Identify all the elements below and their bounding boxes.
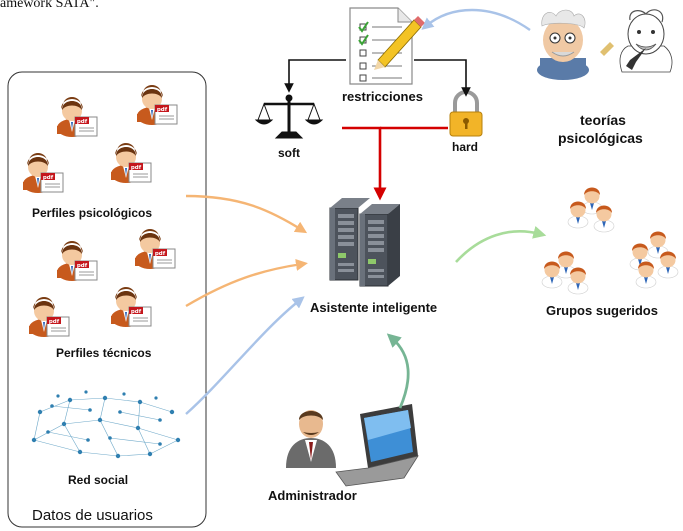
header-text-fragment: amework SATA". [0,0,99,11]
server-icon [329,198,400,287]
administrador-label: Administrador [268,488,357,503]
psych-profiles-arrow [185,194,308,234]
perfiles-psicologicos-label: Perfiles psicológicos [32,206,153,220]
restricciones-label: restricciones [342,89,423,104]
arrows [185,8,547,415]
datos-usuarios-title: Datos de usuarios [32,507,153,524]
group-people-icons [541,187,679,295]
social-network-graphic [33,397,179,457]
red-social-label: Red social [68,473,129,487]
teorias-label-line1: teorías [580,112,626,128]
laptop-icon [335,404,419,487]
assistant-to-groups-arrow [455,226,547,263]
psychologist-figure-1 [537,9,614,80]
teorias-to-restricciones-arrow [421,8,531,31]
grupos-label: Grupos sugeridos [546,303,658,318]
tech-profiles-arrow [185,258,308,308]
restricciones-to-hard-arrow [414,59,471,97]
asistente-label: Asistente inteligente [310,300,438,315]
teorias-label-line2: psicológicas [558,130,643,146]
psychologist-figure-2 [619,9,673,73]
soft-label: soft [278,146,300,160]
padlock-icon [449,90,483,137]
soft-to-assistant-arrow [342,126,387,201]
social-network-nodes [31,390,181,459]
administrator-icon [286,410,336,468]
hard-label: hard [452,140,479,154]
scale-icon [254,94,324,139]
restricciones-to-soft-arrow [284,59,346,93]
perfiles-tecnicos-label: Perfiles técnicos [56,346,152,360]
social-network-arrow [185,296,305,415]
admin-to-assistant-arrow [386,333,410,409]
